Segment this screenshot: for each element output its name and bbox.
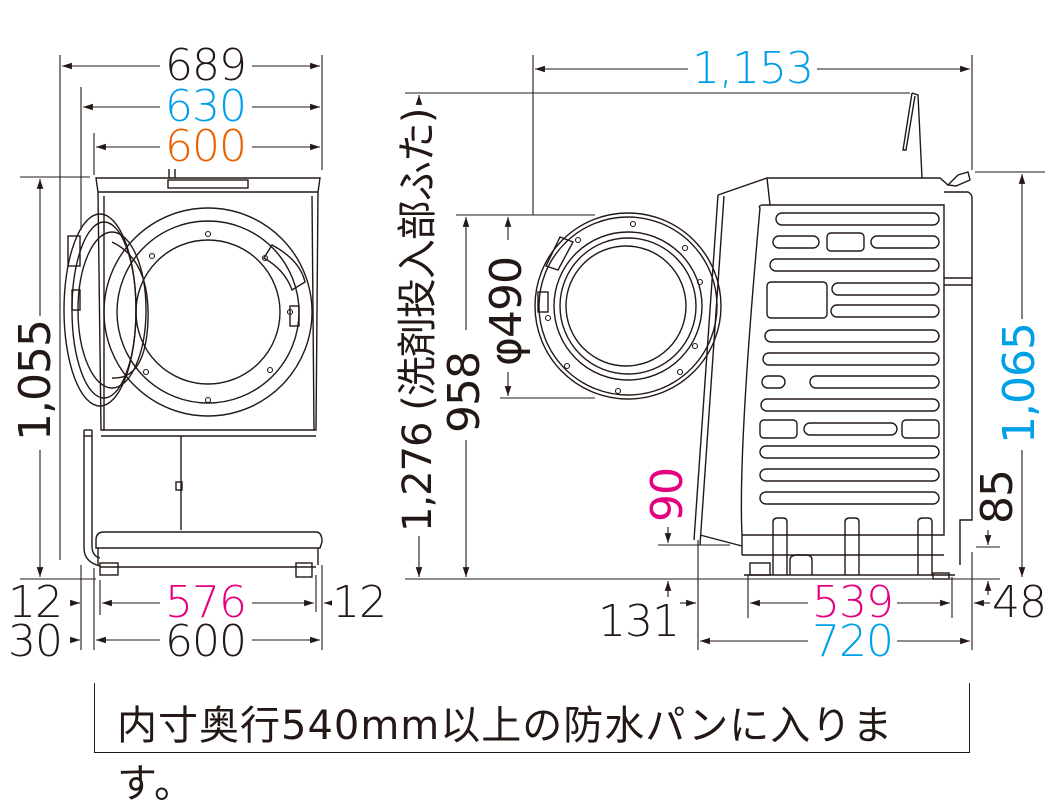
rear-offset-label: 48	[992, 577, 1047, 628]
front-bottom-dimensions	[70, 565, 334, 650]
side-view-machine	[532, 55, 973, 580]
front-height-label: 1,055	[10, 316, 61, 445]
foot-left-offset-label: 12	[8, 577, 63, 628]
side-depth-overall-label: 1,153	[688, 47, 817, 91]
hose-offset-label: 30	[8, 616, 63, 667]
front-width-hose-label: 630	[161, 85, 250, 129]
side-bottom-dimensions	[680, 540, 990, 650]
front-width-body-label: 600	[161, 125, 250, 169]
note-text: 内寸奥行540mm以上の防水パンに入ります。	[117, 703, 894, 807]
foot-right-offset-label: 12	[332, 577, 387, 628]
door-diameter-label: φ490	[481, 252, 532, 370]
foot-span-label: 539	[808, 581, 897, 625]
side-body-depth-label: 720	[808, 620, 897, 664]
lid-open-height-label: 1,276 (洗剤投入部ふた)	[395, 104, 441, 536]
side-vertical-dimensions	[405, 92, 1045, 597]
front-height-dimension	[20, 176, 96, 580]
front-offset-label: 131	[598, 596, 680, 647]
front-clearance-label: 90	[642, 466, 693, 524]
note-box: 内寸奥行540mm以上の防水パンに入ります。	[94, 683, 970, 807]
front-width-overall-label: 689	[161, 44, 250, 88]
rear-clearance-label: 85	[972, 468, 1023, 526]
side-height-overall-label: 1,065	[994, 319, 1045, 448]
base-width-label: 600	[161, 620, 250, 664]
foot-inner-span-label: 576	[161, 581, 250, 625]
